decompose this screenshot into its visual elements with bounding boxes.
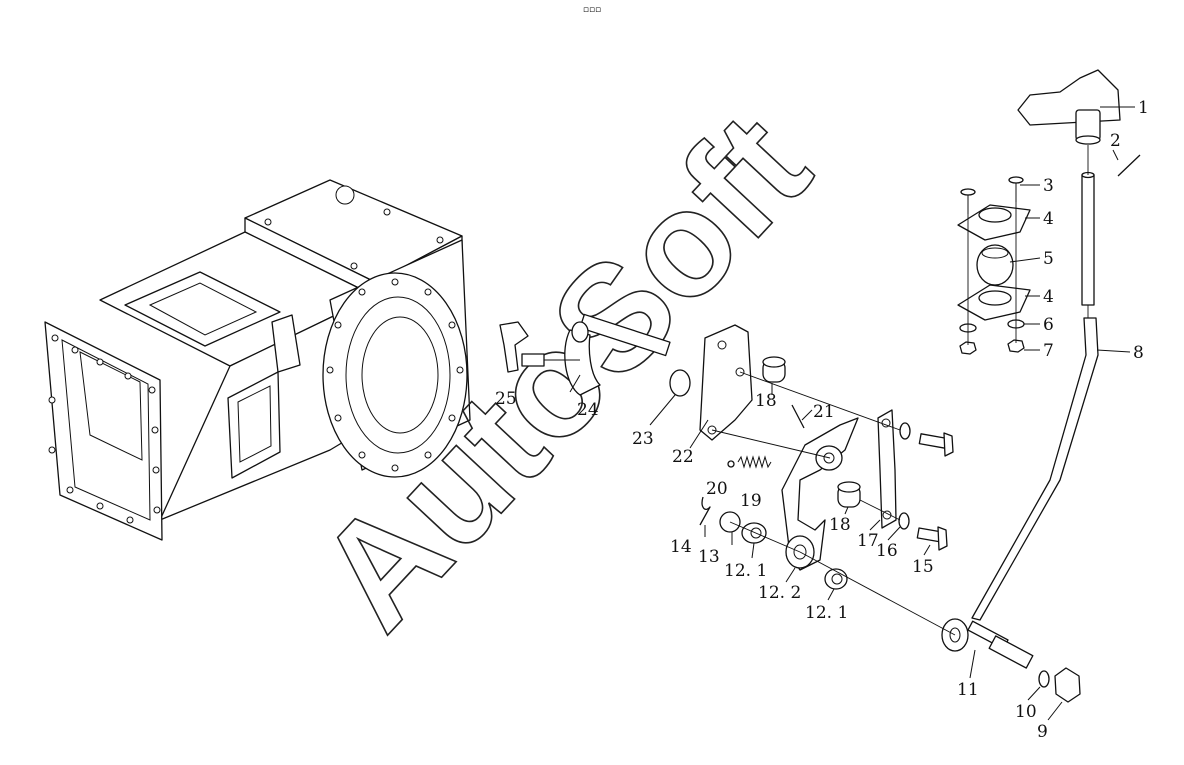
part-19-spring — [737, 455, 772, 469]
label-10: 10 — [1015, 702, 1037, 722]
rear-flange-bolts — [326, 278, 464, 472]
label-11: 11 — [957, 680, 979, 700]
part-18-bushing-upper — [762, 356, 786, 383]
assembly-lines — [544, 145, 1089, 636]
label-18b: 18 — [829, 515, 851, 535]
label-22: 22 — [672, 447, 694, 467]
label-17: 17 — [857, 531, 879, 551]
part-21-pin — [791, 404, 805, 429]
part-16-washers — [898, 422, 911, 530]
part-10-washer — [1038, 670, 1050, 688]
part-25-handle — [499, 321, 545, 373]
part-24-shaft — [564, 313, 671, 396]
part-labels: 1 2 3 4 5 4 6 7 8 25 24 23 22 18 21 20 1… — [495, 98, 1149, 742]
part-15-bolts — [916, 432, 954, 551]
part-14-pin — [699, 496, 711, 526]
label-1: 1 — [1138, 98, 1149, 118]
part-3-screws — [960, 176, 1024, 214]
part-17-link — [877, 409, 897, 529]
label-18a: 18 — [755, 391, 777, 411]
part-4-upper-plate — [957, 204, 1031, 241]
part-5-ball — [976, 244, 1014, 286]
part-12-1-bushing-lower — [824, 568, 848, 590]
part-2-pin — [1117, 154, 1141, 177]
transmission-housing — [44, 179, 471, 541]
label-8: 8 — [1133, 343, 1144, 363]
label-12-2: 12. 2 — [758, 583, 801, 603]
part-12-1-bushing-upper — [741, 522, 767, 544]
part-7-nuts — [959, 339, 1025, 355]
label-3: 3 — [1043, 176, 1054, 196]
label-7: 7 — [1043, 341, 1054, 361]
label-20: 20 — [706, 479, 728, 499]
label-15: 15 — [912, 557, 934, 577]
label-4a: 4 — [1043, 209, 1054, 229]
part-drawings — [499, 69, 1141, 703]
part-4-lower-plate — [957, 284, 1031, 321]
label-21: 21 — [813, 402, 835, 422]
part-1-knob — [1017, 69, 1121, 145]
part-20-ball — [727, 460, 735, 468]
label-12-1b: 12. 1 — [805, 603, 848, 623]
part-23-washer — [669, 369, 691, 397]
label-2: 2 — [1110, 131, 1121, 151]
label-6: 6 — [1043, 315, 1054, 335]
header-mark: ▫▫▫ — [583, 5, 601, 15]
part-12-2-lever — [781, 417, 859, 571]
label-24: 24 — [577, 400, 599, 420]
part-11-stud — [967, 620, 1034, 669]
label-13: 13 — [698, 547, 720, 567]
label-19: 19 — [740, 491, 762, 511]
part-18-bushing-lower — [837, 481, 861, 508]
label-16: 16 — [876, 541, 898, 561]
label-14: 14 — [670, 537, 692, 557]
label-12-1a: 12. 1 — [724, 561, 767, 581]
label-4b: 4 — [1043, 287, 1054, 307]
label-25: 25 — [495, 389, 517, 409]
label-5: 5 — [1043, 249, 1054, 269]
front-flange-bolts — [48, 334, 161, 524]
part-9-nut — [1054, 667, 1081, 703]
part-6-washers — [959, 319, 1025, 333]
label-23: 23 — [632, 429, 654, 449]
part-8-shift-rod — [941, 171, 1099, 652]
leader-lines — [569, 106, 1135, 721]
label-9: 9 — [1037, 722, 1048, 742]
part-22-bracket — [699, 324, 753, 441]
